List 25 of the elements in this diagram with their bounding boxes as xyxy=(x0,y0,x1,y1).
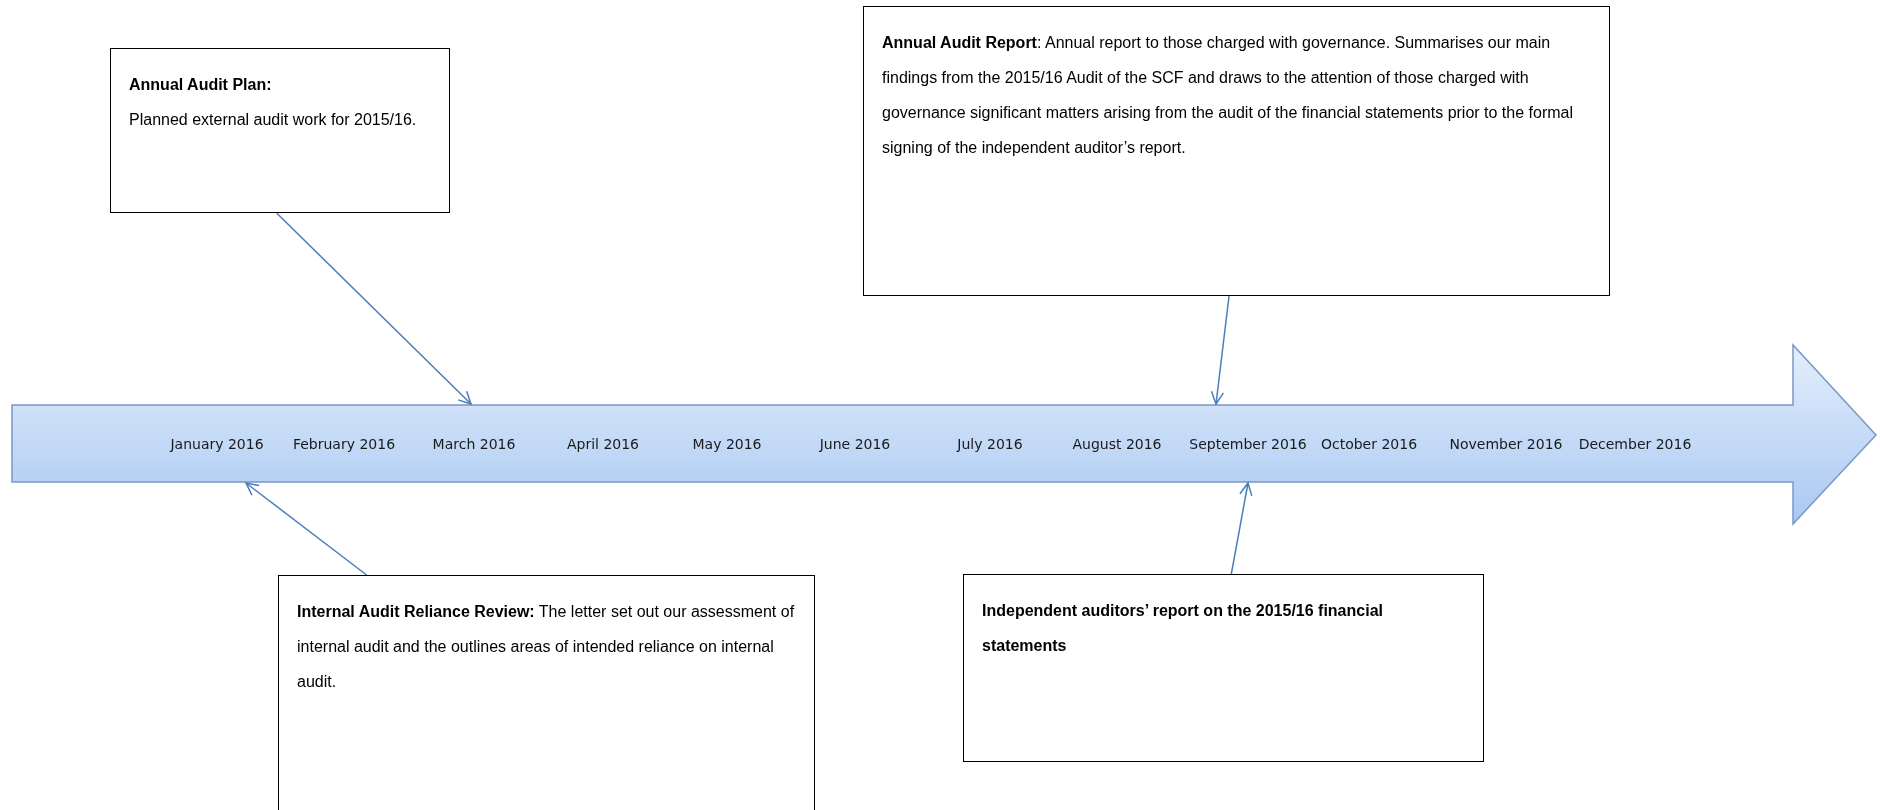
month-label: May 2016 xyxy=(691,434,763,454)
arrow xyxy=(1210,295,1230,405)
month-label: December 2016 xyxy=(1577,434,1693,454)
box-text: Internal Audit Reliance Review: The letter set out our assessment of internal audit and the outlines areas of intended reliance on internal audit. xyxy=(297,602,796,692)
month-label: June 2016 xyxy=(818,434,892,454)
box-text: Annual Audit Report: Annual report to those charged with governance. Summarises our main findings from the 2015/16 Audit of the SCF and draws to the attention of those charged with governance significant matters arising from the audit of the financial statements prior to the formal signing of the independent auditor’s report. xyxy=(882,33,1574,158)
month-label: February 2016 xyxy=(291,434,397,454)
month-label: October 2016 xyxy=(1319,434,1419,454)
note-box xyxy=(110,48,450,213)
box-heading: Annual Audit Plan: xyxy=(129,75,273,95)
box-text: Planned external audit work for 2015/16. xyxy=(129,110,418,130)
note-box xyxy=(863,6,1610,296)
arrow xyxy=(275,212,472,405)
month-label: August 2016 xyxy=(1071,434,1163,454)
month-label: January 2016 xyxy=(168,434,265,454)
month-label: March 2016 xyxy=(431,434,517,454)
arrow xyxy=(1230,482,1253,575)
note-box xyxy=(278,575,815,810)
month-label: July 2016 xyxy=(955,434,1024,454)
month-label: September 2016 xyxy=(1188,434,1308,454)
month-label: November 2016 xyxy=(1448,434,1564,454)
month-label: April 2016 xyxy=(565,434,641,454)
note-box xyxy=(963,574,1484,762)
box-text: Independent auditors’ report on the 2015/16 financial statements xyxy=(982,601,1384,656)
arrow xyxy=(245,482,368,576)
